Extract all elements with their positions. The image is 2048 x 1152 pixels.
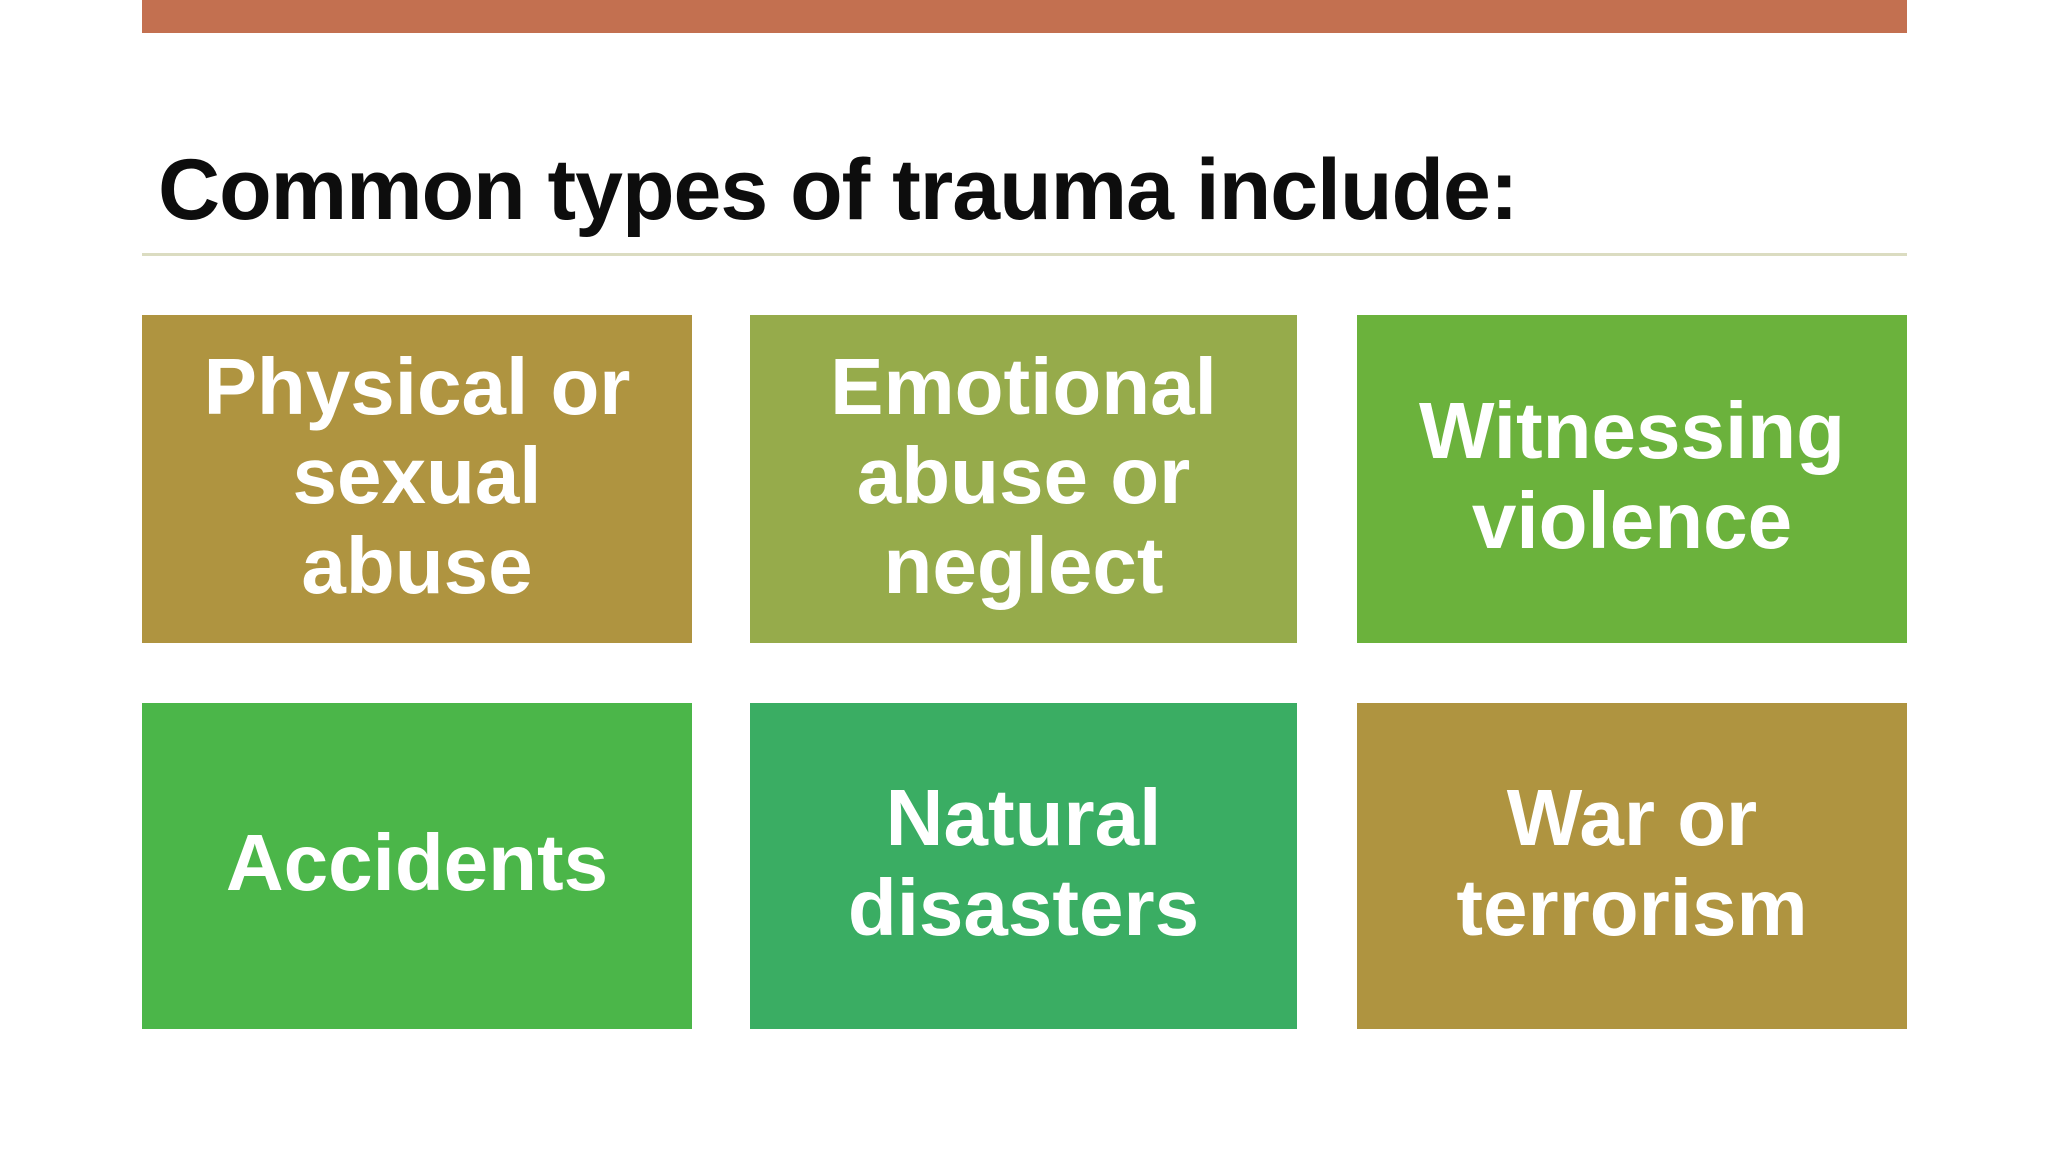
- trauma-box-physical-or-sexual-abuse: Physical or sexual abuse: [142, 315, 692, 643]
- trauma-box-emotional-abuse-or-neglect: Emotional abuse or neglect: [750, 315, 1297, 643]
- trauma-box-label: Emotional abuse or neglect: [830, 341, 1217, 610]
- trauma-box-label: War or terrorism: [1456, 773, 1808, 952]
- trauma-box-label: Accidents: [225, 818, 609, 908]
- slide-title: Common types of trauma include:: [158, 141, 1519, 238]
- trauma-box-label: Physical or sexual abuse: [203, 341, 631, 610]
- trauma-box-label: Natural disasters: [847, 773, 1200, 952]
- top-accent-bar: [142, 0, 1907, 33]
- trauma-box-war-or-terrorism: War or terrorism: [1357, 703, 1907, 1029]
- trauma-box-natural-disasters: Natural disasters: [750, 703, 1297, 1029]
- trauma-box-accidents: Accidents: [142, 703, 692, 1029]
- trauma-box-witnessing-violence: Witnessing violence: [1357, 315, 1907, 643]
- trauma-box-label: Witnessing violence: [1419, 386, 1845, 565]
- title-divider-line: [142, 253, 1907, 256]
